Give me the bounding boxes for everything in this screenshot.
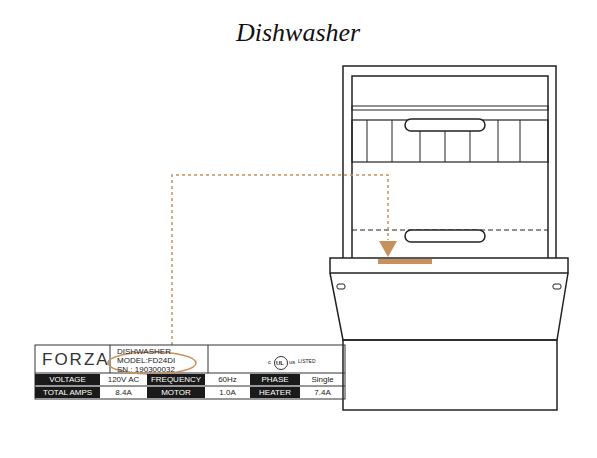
tub-frame [343,66,556,260]
table-cell: PHASE [250,374,300,385]
table-cell: 1.0A [205,387,250,398]
ul-mark-text: LISTED [298,359,316,364]
ul-mark-text: us [289,359,295,365]
brand: FORZA [42,351,110,368]
table-cell: VOLTAGE [35,374,100,385]
product-name: DISHWASHER [117,348,171,356]
table-cell: 60Hz [205,374,250,385]
rack-handle [405,119,485,131]
leader-line [172,175,388,345]
rating-plate [35,345,345,399]
table-cell: 8.4A [100,387,147,398]
label-location [378,259,432,264]
ul-mark-text: UL [276,360,284,366]
ul-mark-text: c [268,359,271,365]
rack-handle [405,230,485,242]
table-cell: HEATER [250,387,300,398]
door-edge [330,258,568,273]
model-number: MODEL:FD24DI [117,357,175,365]
door-panel [343,340,557,410]
table-cell: FREQUENCY [147,374,205,385]
pointer-arrow [379,241,397,257]
upper-rack [352,120,548,162]
title: Dishwasher [236,20,360,46]
serial-number: SN.: 190300032 [117,366,175,374]
door [330,273,568,340]
table-cell: MOTOR [147,387,205,398]
tub-inner [352,76,548,258]
table-cell: 7.4A [300,387,345,398]
table-cell: 120V AC [100,374,147,385]
ul-mark [275,357,288,370]
table-cell: TOTAL AMPS [35,387,100,398]
table-cell: Single [300,374,345,385]
